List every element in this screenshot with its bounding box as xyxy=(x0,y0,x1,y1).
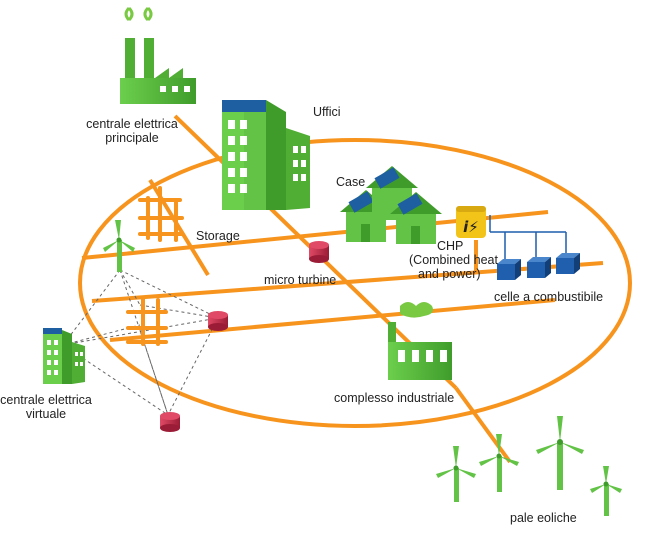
label-chp-line3: and power) xyxy=(418,267,481,281)
label-central-plant-line2: principale xyxy=(105,131,159,145)
label-virtual-plant-line1: centrale elettrica xyxy=(0,393,92,407)
label-chp-line1: CHP xyxy=(437,239,463,253)
houses-icon xyxy=(340,166,442,244)
label-virtual-plant-line2: virtuale xyxy=(26,407,66,421)
micro-turbine-virtual-1-icon xyxy=(208,311,228,331)
virtual-plant-links xyxy=(62,269,219,416)
label-storage: Storage xyxy=(196,229,240,243)
chp-symbol: i⚡ xyxy=(463,218,479,236)
grid-line-lower xyxy=(109,298,556,342)
wind-turbine-icon xyxy=(479,434,519,492)
power-grid xyxy=(78,114,632,464)
wind-turbine-icon xyxy=(436,446,476,502)
central-power-plant-icon xyxy=(120,6,196,104)
label-fuel-cells: celle a combustibile xyxy=(494,290,603,304)
label-central-plant-line1: centrale elettrica xyxy=(86,117,178,131)
virtual-plant-building-icon xyxy=(43,328,85,384)
label-offices: Uffici xyxy=(313,105,341,119)
label-chp-line2: (Combined heat xyxy=(409,253,498,267)
chp-icon: i⚡ xyxy=(456,206,486,238)
wind-turbine-icon xyxy=(536,416,584,490)
grid-ellipse xyxy=(78,138,632,428)
wind-farm-icons xyxy=(436,416,622,516)
wind-turbine-icon xyxy=(590,466,622,516)
offices-building-icon xyxy=(222,100,310,210)
label-houses: Case xyxy=(336,175,365,189)
fuel-cells-icon xyxy=(489,215,580,280)
wind-turbine-virtual-icon xyxy=(103,220,135,272)
label-micro-turbine: micro turbine xyxy=(264,273,336,287)
industrial-complex-icon xyxy=(388,302,452,380)
micro-turbine-virtual-2-icon xyxy=(160,412,180,432)
storage-virtual-icon xyxy=(126,296,168,346)
grid-line-to-wind xyxy=(454,386,512,464)
label-wind-farm: pale eoliche xyxy=(510,511,577,525)
micro-turbine-icon xyxy=(309,241,329,263)
storage-icon xyxy=(138,186,184,242)
label-industrial: complesso industriale xyxy=(334,391,454,405)
